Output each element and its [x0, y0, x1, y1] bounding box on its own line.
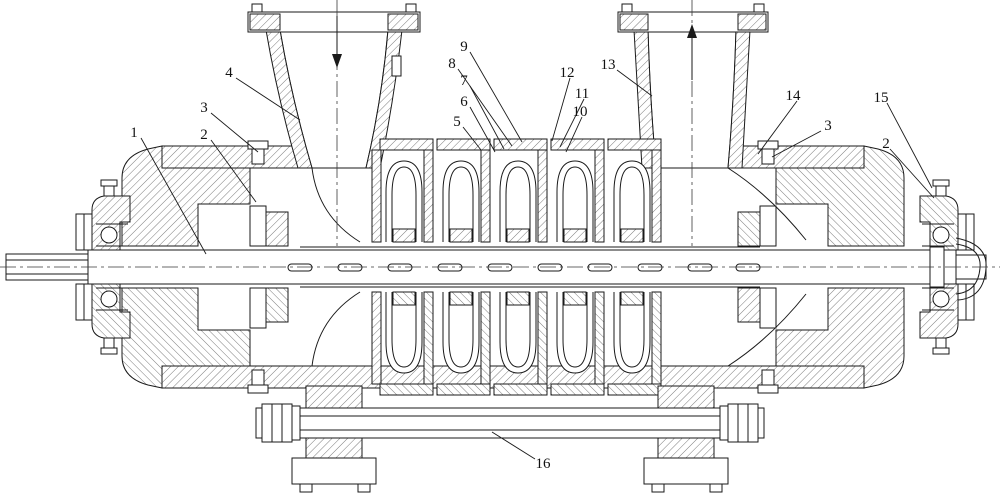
outflow-arrow-head [687, 24, 697, 38]
stage-4-top [550, 138, 605, 243]
leader-line-7 [469, 85, 505, 150]
suction-branch [247, 3, 421, 169]
callout-1: 1 [130, 125, 138, 141]
leader-line-11 [559, 98, 585, 148]
foot-flange-left [291, 457, 377, 485]
pipe-inner [955, 243, 981, 295]
shaft-slot [735, 263, 761, 272]
leader-line-6 [469, 106, 496, 153]
flange-stud [251, 3, 263, 13]
leader-line-2 [210, 139, 257, 203]
callout-9: 9 [460, 39, 468, 55]
foot-flange-right [643, 457, 729, 485]
leader-line-12 [551, 77, 571, 142]
tie-rod-nut-right [727, 403, 759, 443]
callout-2: 2 [200, 127, 208, 143]
volute-walls [311, 167, 807, 367]
flow-arrows [332, 16, 697, 80]
support-feet [291, 385, 729, 493]
first-stage-wall-bottom [371, 291, 382, 385]
callout-3-right: 3 [824, 118, 832, 134]
discharge-branch [617, 3, 769, 169]
stage-3-top [493, 138, 548, 243]
tie-rod-assembly [255, 403, 765, 443]
shaft-slot [637, 263, 663, 272]
leader-line-15 [886, 102, 933, 189]
shaft-slot [287, 263, 313, 272]
leader-line-5 [462, 126, 482, 151]
leader-line-3r [771, 130, 822, 158]
bearing-right-bottom [919, 283, 975, 355]
callout-13: 13 [601, 57, 616, 73]
casing-top-wall-left [161, 145, 301, 169]
discharge-flange-section-left [619, 13, 649, 31]
foot-bolt [709, 483, 723, 493]
callout-2-right: 2 [882, 136, 890, 152]
suction-flange [247, 11, 421, 33]
callout-6: 6 [460, 94, 468, 110]
foot-bolt [357, 483, 371, 493]
suction-flange-section-right [387, 13, 419, 31]
callout-3: 3 [200, 100, 208, 116]
leader-line-10 [565, 116, 583, 153]
callout-12: 12 [560, 65, 575, 81]
suction-volute-wall-bottom [311, 291, 361, 367]
leader-line-1 [140, 137, 207, 255]
callout-10: 10 [573, 104, 588, 120]
callout-labels: 1 2 3 4 5 6 7 8 9 10 11 12 13 14 15 16 3… [130, 39, 890, 472]
foot-bolt [299, 483, 313, 493]
cooling-pipe [955, 237, 987, 301]
washer-right [719, 405, 729, 441]
stage-2-top [436, 138, 491, 243]
inflow-arrow-head [332, 54, 342, 68]
callout-14: 14 [786, 88, 802, 104]
stage-1-top [379, 138, 434, 243]
flange-stud [621, 3, 633, 13]
callout-4: 4 [225, 65, 233, 81]
pipe-outer [955, 237, 987, 301]
leader-line-3 [210, 112, 259, 153]
leader-line-9 [469, 51, 523, 143]
callout-7: 7 [460, 73, 468, 89]
discharge-volute-wall-top [727, 167, 807, 241]
leader-line-14 [757, 100, 798, 155]
suction-volute-wall-top [311, 167, 361, 243]
callout-8: 8 [448, 56, 456, 72]
shaft-slot [437, 263, 463, 272]
callout-leaders [140, 51, 935, 460]
flange-stud [405, 3, 417, 13]
shaft-slot [387, 263, 413, 272]
shaft-slot [337, 263, 363, 272]
shaft-slots [287, 263, 761, 272]
leader-line-4 [235, 77, 301, 121]
stage-5-top [607, 138, 662, 243]
discharge-flange-section-right [737, 13, 767, 31]
leader-line-2r [889, 148, 935, 199]
funnel-lug [391, 55, 402, 77]
stage-stack [371, 138, 662, 396]
leader-line-8 [457, 68, 513, 147]
shaft-slot [537, 263, 563, 272]
callout-16: 16 [536, 456, 552, 472]
washer-left [291, 405, 301, 441]
foot-bolt [651, 483, 665, 493]
suction-flange-section-left [249, 13, 281, 31]
tie-rod-bar [255, 407, 765, 439]
callout-15: 15 [874, 90, 889, 106]
callout-5: 5 [453, 114, 461, 130]
first-stage-wall-top [371, 149, 382, 243]
bearing-right-top [919, 179, 975, 251]
tie-rod-nut-left [261, 403, 293, 443]
shaft-slot [587, 263, 613, 272]
shaft-slot [487, 263, 513, 272]
shaft-slot [687, 263, 713, 272]
leader-line-13 [616, 69, 653, 97]
callout-11: 11 [575, 86, 589, 102]
discharge-volute-wall-bottom [727, 293, 807, 367]
flange-stud [753, 3, 765, 13]
leader-line-16 [491, 431, 536, 460]
